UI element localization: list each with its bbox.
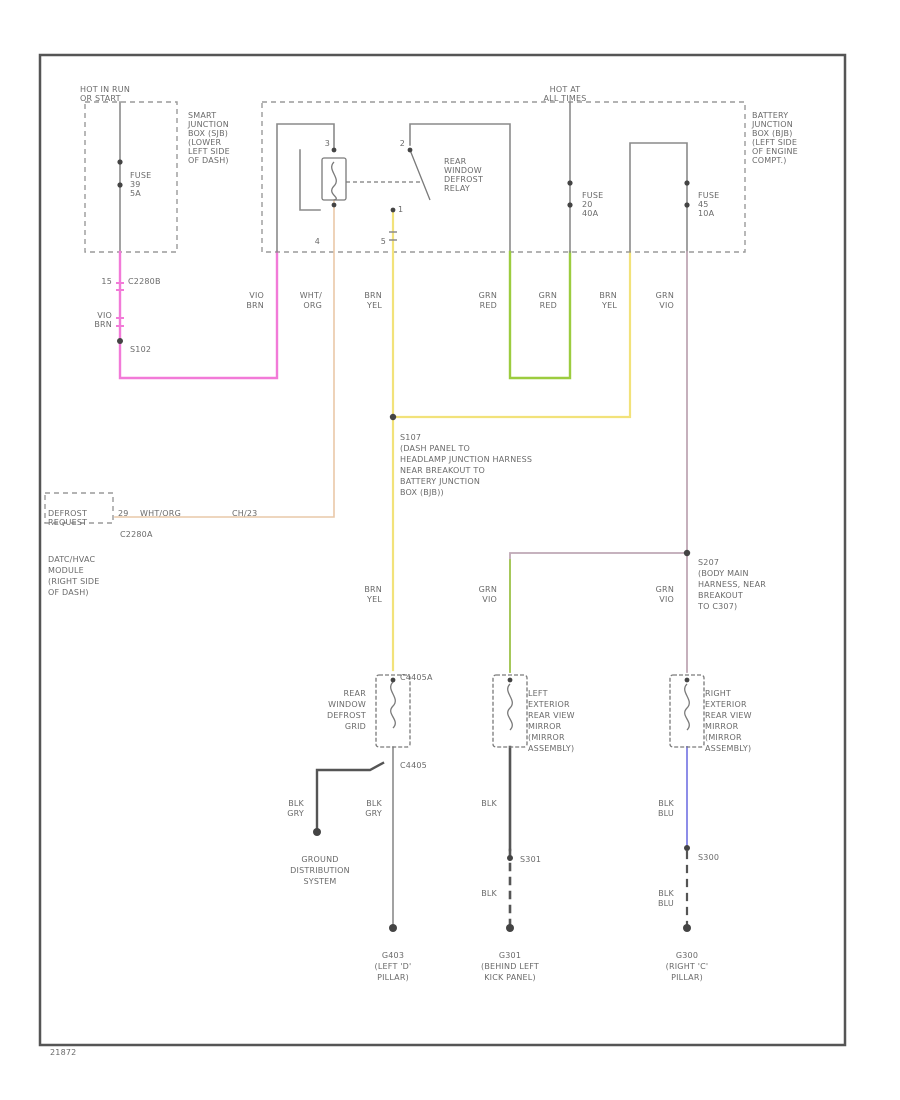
wire-grn-vio-left xyxy=(509,552,688,673)
label-pin-3: 3 xyxy=(325,139,330,148)
fuse-bjb-20 xyxy=(567,180,573,208)
ground-g301 xyxy=(506,924,514,932)
wire-green xyxy=(508,250,572,380)
label-w-wht-org: WHT/ORG xyxy=(300,291,322,310)
label-s102: S102 xyxy=(130,345,151,354)
bjb-dashed-box xyxy=(261,101,746,253)
rear-window-defrost-grid xyxy=(375,674,411,748)
label-pin-1: 1 xyxy=(398,205,403,214)
right-mirror-assembly xyxy=(669,674,705,748)
wire-relay-coil-left xyxy=(276,123,335,253)
label-pin-2: 2 xyxy=(400,139,405,148)
hvac-dashed-box xyxy=(44,492,114,524)
splice-s102 xyxy=(117,338,123,344)
label-s301: S301 xyxy=(520,855,541,864)
splice-s300 xyxy=(684,845,690,851)
sjb-dashed-box xyxy=(84,101,178,253)
wire-relay-switch-feed xyxy=(409,123,511,253)
label-footer-id: 21872 xyxy=(50,1048,76,1057)
fuse-bjb-45 xyxy=(684,180,690,208)
label-c4405: C4405 xyxy=(400,761,427,770)
wire-pink xyxy=(118,250,279,380)
splice-s207 xyxy=(683,549,691,557)
splice-s107 xyxy=(389,413,397,421)
label-s300: S300 xyxy=(698,853,719,862)
label-w-wht-org-h: WHT/ORG xyxy=(140,509,181,518)
label-c-top: C2280B xyxy=(128,277,161,286)
label-pin-5: 5 xyxy=(381,237,386,246)
label-g403: G403(LEFT 'D'PILLAR) xyxy=(375,951,412,982)
wire-fuse45-loop xyxy=(629,142,688,253)
connector-marks xyxy=(116,231,397,327)
fuse-sjb-39 xyxy=(117,159,123,188)
label-c2402: CH/23 xyxy=(232,509,257,518)
wire-yellow-bjb xyxy=(391,250,632,419)
label-w-blk2: BLK xyxy=(481,889,497,898)
wire-grid-ground-blk-gry xyxy=(315,761,385,832)
ground-distribution-point xyxy=(313,828,321,836)
label-ptn-29: 29 xyxy=(118,509,129,518)
label-c4405a: C4405A xyxy=(400,673,433,682)
label-c-hvac: C2280A xyxy=(120,530,153,539)
left-mirror-assembly xyxy=(492,674,528,748)
label-g300: G300(RIGHT 'C'PILLAR) xyxy=(666,951,709,982)
ground-g300 xyxy=(683,924,691,932)
splice-s301 xyxy=(507,855,513,861)
label-pin-4: 4 xyxy=(315,237,320,246)
label-w-blk: BLK xyxy=(481,799,497,808)
wire-relay-coil-inner xyxy=(299,149,321,211)
wire-wht-org xyxy=(114,199,335,518)
label-pin-15: 15 xyxy=(101,277,112,286)
ground-g403 xyxy=(389,924,397,932)
rear-window-defrost-relay xyxy=(321,147,431,213)
diagram-frame xyxy=(38,53,847,1047)
